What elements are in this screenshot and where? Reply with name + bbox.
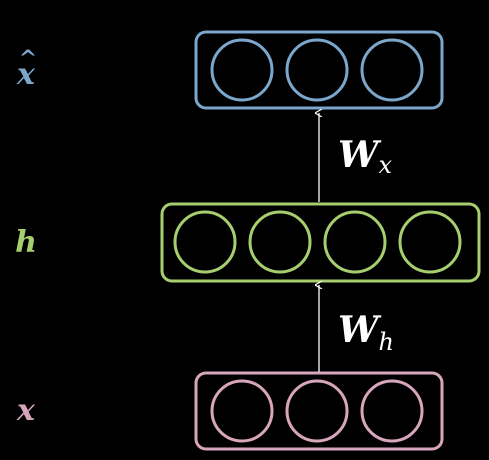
layer-output: x ^ bbox=[16, 30, 444, 110]
neuron-output-3 bbox=[360, 38, 424, 102]
neuron-output-2 bbox=[285, 38, 349, 102]
layer-input-neurons bbox=[210, 379, 424, 443]
layer-hidden: h bbox=[15, 202, 481, 283]
neuron-input-2 bbox=[285, 379, 349, 443]
layer-hidden-label: h bbox=[15, 225, 37, 260]
layer-input-box bbox=[194, 371, 444, 451]
layer-input: x bbox=[16, 371, 444, 451]
neuron-hidden-2 bbox=[248, 210, 312, 274]
layer-output-neurons bbox=[210, 38, 424, 102]
weight-label-wh: Wh bbox=[338, 309, 394, 356]
layer-output-label: x bbox=[16, 57, 36, 92]
layer-input-label: x bbox=[16, 393, 36, 428]
layer-hidden-neurons bbox=[173, 210, 462, 274]
neuron-hidden-4 bbox=[398, 210, 462, 274]
layer-output-box bbox=[194, 30, 444, 110]
weight-label-wx: Wx bbox=[338, 134, 392, 179]
neuron-hidden-3 bbox=[323, 210, 387, 274]
neuron-hidden-1 bbox=[173, 210, 237, 274]
layer-hidden-box bbox=[160, 202, 481, 283]
neuron-input-1 bbox=[210, 379, 274, 443]
neuron-output-1 bbox=[210, 38, 274, 102]
neuron-input-3 bbox=[360, 379, 424, 443]
layer-output-hat: ^ bbox=[19, 46, 37, 72]
